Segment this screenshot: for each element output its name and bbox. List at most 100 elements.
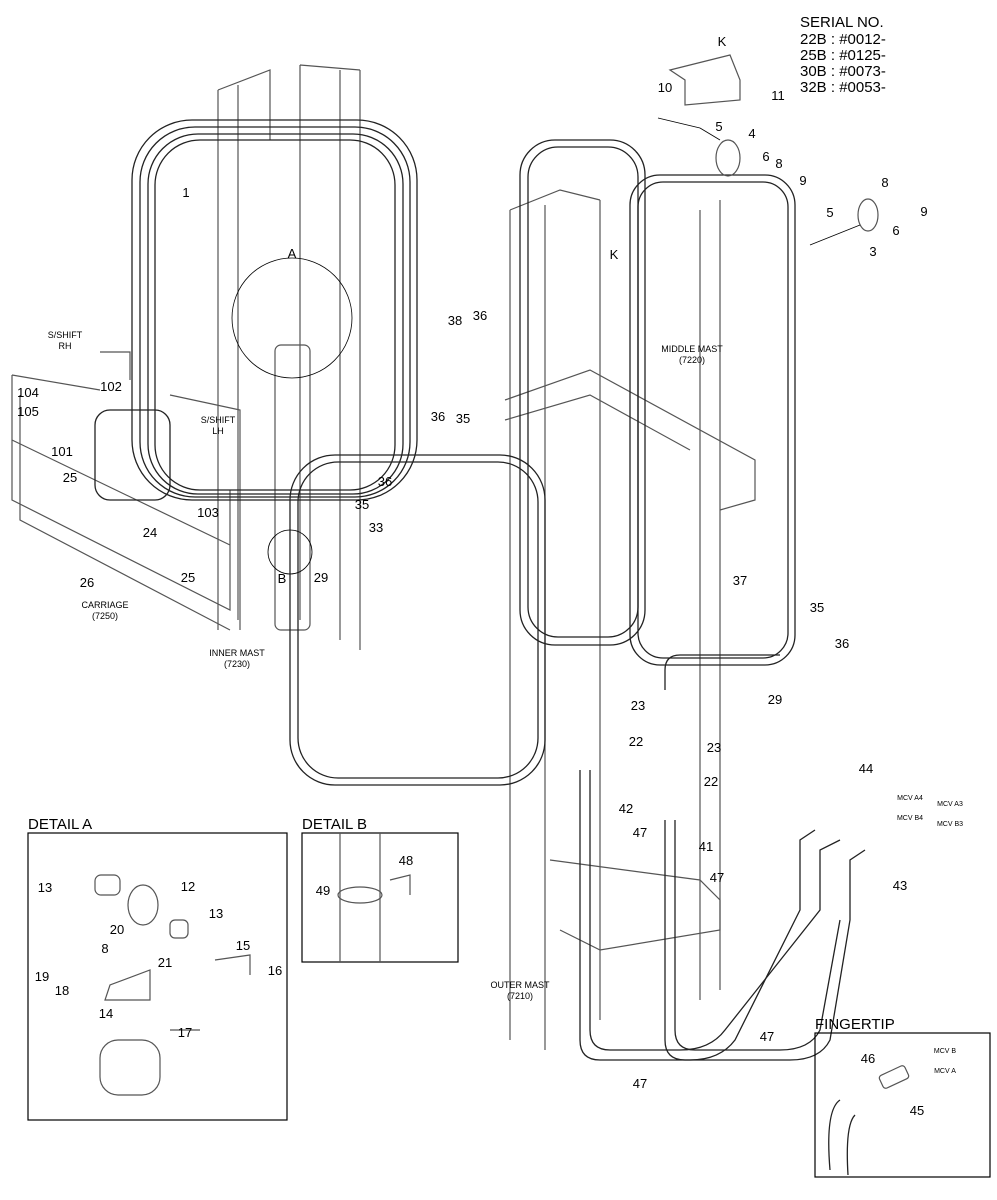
callout-43: 43 bbox=[893, 878, 907, 893]
callout-K: K bbox=[718, 34, 727, 49]
callout-24: 24 bbox=[143, 525, 157, 540]
callout-105: 105 bbox=[17, 404, 39, 419]
mcv-port-label: MCV A4 bbox=[897, 795, 923, 802]
callout-23: 23 bbox=[707, 740, 721, 755]
callout-101: 101 bbox=[51, 444, 73, 459]
middle-mast-label: (7220) bbox=[679, 355, 705, 365]
callout-3: 3 bbox=[869, 244, 876, 259]
detail-a-drawing bbox=[94, 874, 251, 1096]
callout-36: 36 bbox=[835, 636, 849, 651]
callout-10: 10 bbox=[658, 80, 672, 95]
mcv-port-label: MCV B3 bbox=[937, 821, 963, 828]
carriage-label: CARRIAGE bbox=[81, 600, 128, 610]
callout-44: 44 bbox=[859, 761, 873, 776]
carriage-label: (7250) bbox=[92, 611, 118, 621]
outer-mast-label: OUTER MAST bbox=[490, 980, 550, 990]
callout-9: 9 bbox=[799, 173, 806, 188]
callout-8: 8 bbox=[881, 175, 888, 190]
detail-a-callout: 12 bbox=[181, 879, 195, 894]
callout-22: 22 bbox=[704, 774, 718, 789]
callout-38: 38 bbox=[448, 313, 462, 328]
callout-A: A bbox=[288, 246, 297, 261]
detail-a-callout: 14 bbox=[99, 1006, 113, 1021]
callout-33: 33 bbox=[369, 520, 383, 535]
inner-mast-hoses bbox=[94, 119, 546, 786]
fingertip-drawing bbox=[828, 1065, 910, 1176]
callout-K: K bbox=[610, 247, 619, 262]
detail-a-callout: 13 bbox=[209, 906, 223, 921]
fingertip-callout: 46 bbox=[861, 1051, 875, 1066]
callout-29: 29 bbox=[314, 570, 328, 585]
callout-35: 35 bbox=[810, 600, 824, 615]
callout-4: 4 bbox=[748, 126, 755, 141]
mcv-port-label: MCV A3 bbox=[937, 801, 963, 808]
middle-mast-hoses bbox=[519, 139, 796, 690]
detail-a-callout: 20 bbox=[110, 922, 124, 937]
callout-47: 47 bbox=[710, 870, 724, 885]
sshift-rh-label: RH bbox=[59, 341, 72, 351]
callout-47: 47 bbox=[633, 825, 647, 840]
inner-mast bbox=[217, 64, 361, 650]
sheave-bracket bbox=[657, 54, 879, 246]
fingertip-box bbox=[814, 1032, 991, 1178]
inner-mast-label: INNER MAST bbox=[209, 648, 265, 658]
detail-a-callout-circle bbox=[231, 257, 353, 379]
detail-b-callout: 49 bbox=[316, 883, 330, 898]
callout-1: 1 bbox=[182, 185, 189, 200]
fingertip-mcv-label: MCV B bbox=[934, 1048, 957, 1055]
callout-23: 23 bbox=[631, 698, 645, 713]
detail-a-callout: 15 bbox=[236, 938, 250, 953]
callout-36: 36 bbox=[431, 409, 445, 424]
detail-a-callout: 21 bbox=[158, 955, 172, 970]
callout-35: 35 bbox=[456, 411, 470, 426]
detail-b-title: DETAIL B bbox=[302, 816, 367, 833]
carriage bbox=[11, 351, 241, 631]
serial-no-line: 32B : #0053- bbox=[800, 79, 886, 96]
detail-a-box bbox=[27, 832, 288, 1121]
callout-103: 103 bbox=[197, 505, 219, 520]
callout-8: 8 bbox=[775, 156, 782, 171]
detail-b-callout-circle bbox=[267, 529, 313, 575]
callout-42: 42 bbox=[619, 801, 633, 816]
sshift-lh-label: LH bbox=[212, 426, 224, 436]
inner-mast-label: (7230) bbox=[224, 659, 250, 669]
callout-9: 9 bbox=[920, 204, 927, 219]
detail-b-callout: 48 bbox=[399, 853, 413, 868]
mcv-port-label: MCV B4 bbox=[897, 815, 923, 822]
callout-6: 6 bbox=[762, 149, 769, 164]
mcv-hoses bbox=[579, 770, 866, 1061]
callout-36: 36 bbox=[378, 474, 392, 489]
callout-25: 25 bbox=[63, 470, 77, 485]
callout-26: 26 bbox=[80, 575, 94, 590]
detail-b-drawing bbox=[337, 833, 411, 962]
callout-102: 102 bbox=[100, 379, 122, 394]
callout-37: 37 bbox=[733, 573, 747, 588]
detail-a-callout: 16 bbox=[268, 963, 282, 978]
callout-47: 47 bbox=[633, 1076, 647, 1091]
callout-41: 41 bbox=[699, 839, 713, 854]
callout-104: 104 bbox=[17, 385, 39, 400]
callout-11: 11 bbox=[771, 88, 785, 103]
detail-a-callout: 13 bbox=[38, 880, 52, 895]
callout-5: 5 bbox=[826, 205, 833, 220]
sshift-lh-label: S/SHIFT bbox=[201, 415, 236, 425]
callout-36: 36 bbox=[473, 308, 487, 323]
serial-no-title: SERIAL NO. bbox=[800, 14, 884, 31]
callout-47: 47 bbox=[760, 1029, 774, 1044]
detail-a-callout: 18 bbox=[55, 983, 69, 998]
callout-29: 29 bbox=[768, 692, 782, 707]
detail-a-callout: 8 bbox=[101, 941, 108, 956]
fingertip-mcv-label: MCV A bbox=[934, 1068, 956, 1075]
serial-no-line: 30B : #0073- bbox=[800, 63, 886, 80]
callout-22: 22 bbox=[629, 734, 643, 749]
serial-no-line: 22B : #0012- bbox=[800, 31, 886, 48]
outer-mast-label: (7210) bbox=[507, 991, 533, 1001]
fingertip-callout: 45 bbox=[910, 1103, 924, 1118]
detail-a-callout: 19 bbox=[35, 969, 49, 984]
fingertip-title: FINGERTIP bbox=[815, 1016, 895, 1033]
callout-6: 6 bbox=[892, 223, 899, 238]
callout-35: 35 bbox=[355, 497, 369, 512]
serial-no-line: 25B : #0125- bbox=[800, 47, 886, 64]
sshift-rh-label: S/SHIFT bbox=[48, 330, 83, 340]
